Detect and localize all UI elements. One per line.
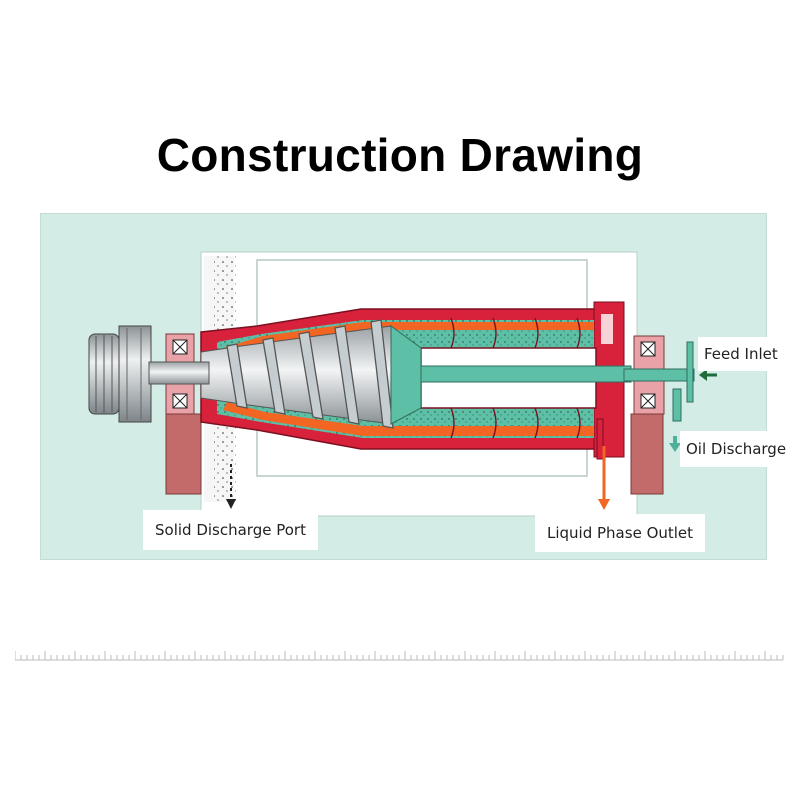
right-support-leg <box>630 413 664 495</box>
liquid-phase-outlet-label: Liquid Phase Outlet <box>535 514 706 552</box>
ruler-scale <box>15 651 784 661</box>
centrifuge-drawing <box>88 251 717 517</box>
liquid-outlet-arrow <box>598 446 610 510</box>
gearbox <box>118 325 152 423</box>
oil-discharge-label: Oil Discharge <box>680 431 795 467</box>
left-support-leg <box>165 413 202 495</box>
feed-flange <box>686 341 694 403</box>
liquid-outlet-pipe <box>596 418 604 460</box>
solid-discharge-arrow <box>226 464 236 509</box>
main-shaft <box>148 361 210 385</box>
oil-pipe <box>672 388 682 422</box>
centrifuge-diagram <box>40 213 767 560</box>
feed-pipe <box>623 368 695 382</box>
oil-discharge-arrow <box>669 436 681 452</box>
screw-flights <box>226 319 394 429</box>
page-title: Construction Drawing <box>156 129 644 181</box>
solids-layer-top <box>223 322 594 356</box>
feed-inlet-label: Feed Inlet <box>698 337 786 371</box>
solid-discharge-port-label: Solid Discharge Port <box>143 510 318 550</box>
solids-layer-bottom <box>223 402 594 436</box>
cylinder-flights <box>450 317 581 439</box>
feed-inlet-arrow <box>699 369 717 381</box>
feed-tube <box>420 365 632 383</box>
